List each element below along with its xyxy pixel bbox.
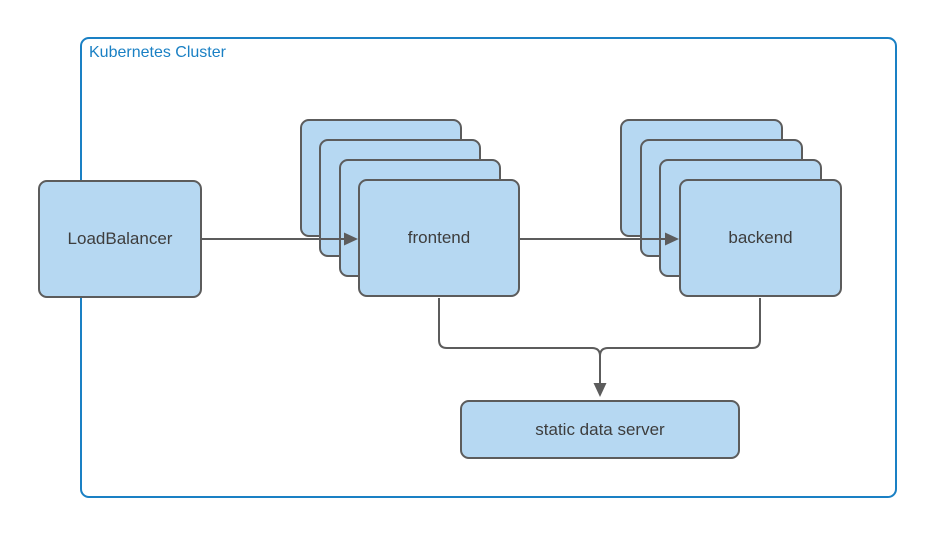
- loadbalancer-node[interactable]: LoadBalancer: [38, 180, 202, 298]
- loadbalancer-label: LoadBalancer: [67, 229, 173, 248]
- frontend-node[interactable]: frontend: [358, 179, 520, 297]
- cluster-label: Kubernetes Cluster: [89, 44, 226, 61]
- frontend-label: frontend: [407, 228, 471, 247]
- backend-node[interactable]: backend: [679, 179, 842, 297]
- static-data-server-label: static data server: [535, 419, 665, 439]
- backend-label: backend: [728, 228, 793, 247]
- static-data-server-node[interactable]: static data server: [460, 400, 740, 459]
